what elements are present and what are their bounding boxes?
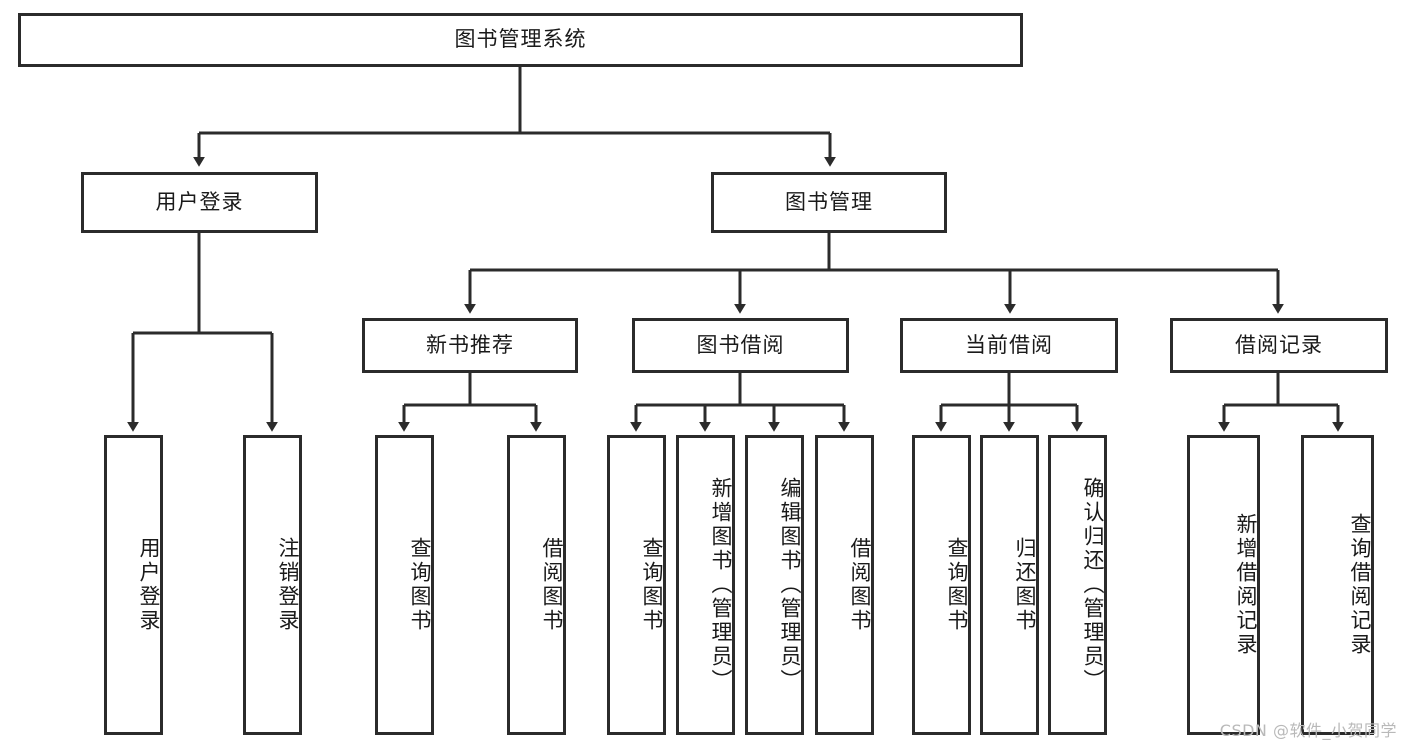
node-label: 图书管理系统 xyxy=(454,27,587,52)
leaf-logout[interactable]: 注销登录 xyxy=(243,435,302,735)
csdn-watermark: CSDN @软件_小贺同学 xyxy=(1219,721,1397,740)
leaf-return-book[interactable]: 归还图书 xyxy=(980,435,1039,735)
leaf-query-book-current[interactable]: 查询图书 xyxy=(912,435,971,735)
leaf-confirm-return-admin[interactable]: 确认归还（管理员） xyxy=(1048,435,1107,735)
node-label: 用户登录 xyxy=(137,537,161,633)
leaf-query-book-borrowing[interactable]: 查询图书 xyxy=(607,435,666,735)
leaf-user-login[interactable]: 用户登录 xyxy=(104,435,163,735)
node-label: 新增借阅记录 xyxy=(1234,513,1258,657)
node-root-book-management-system[interactable]: 图书管理系统 xyxy=(18,13,1023,67)
node-label: 查询图书 xyxy=(945,537,969,633)
node-label: 借阅图书 xyxy=(540,537,564,633)
leaf-add-borrow-record[interactable]: 新增借阅记录 xyxy=(1187,435,1260,735)
node-book-borrowing[interactable]: 图书借阅 xyxy=(632,318,849,373)
node-label: 新增图书（管理员） xyxy=(709,477,733,693)
node-label: 图书借阅 xyxy=(696,332,785,357)
node-label: 用户登录 xyxy=(155,189,244,214)
node-label: 借阅记录 xyxy=(1235,332,1323,357)
node-label: 借阅图书 xyxy=(848,537,872,633)
node-borrowing-records[interactable]: 借阅记录 xyxy=(1170,318,1388,373)
node-label: 当前借阅 xyxy=(965,332,1053,357)
node-label: 确认归还（管理员） xyxy=(1081,477,1105,693)
node-user-login[interactable]: 用户登录 xyxy=(81,172,318,233)
node-label: 查询图书 xyxy=(640,537,664,633)
node-label: 图书管理 xyxy=(785,189,873,214)
node-label: 查询图书 xyxy=(408,537,432,633)
node-label: 编辑图书（管理员） xyxy=(778,477,802,693)
node-book-management[interactable]: 图书管理 xyxy=(711,172,947,233)
node-label: 新书推荐 xyxy=(426,332,514,357)
leaf-borrow-book-borrowing[interactable]: 借阅图书 xyxy=(815,435,874,735)
node-label: 归还图书 xyxy=(1013,537,1037,633)
leaf-edit-book-admin[interactable]: 编辑图书（管理员） xyxy=(745,435,804,735)
node-label: 查询借阅记录 xyxy=(1348,513,1372,657)
leaf-borrow-book-recommend[interactable]: 借阅图书 xyxy=(507,435,566,735)
node-new-book-recommendation[interactable]: 新书推荐 xyxy=(362,318,578,373)
node-label: 注销登录 xyxy=(276,537,300,633)
leaf-add-book-admin[interactable]: 新增图书（管理员） xyxy=(676,435,735,735)
node-current-borrowing[interactable]: 当前借阅 xyxy=(900,318,1118,373)
leaf-query-book-recommend[interactable]: 查询图书 xyxy=(375,435,434,735)
leaf-query-borrow-record[interactable]: 查询借阅记录 xyxy=(1301,435,1374,735)
